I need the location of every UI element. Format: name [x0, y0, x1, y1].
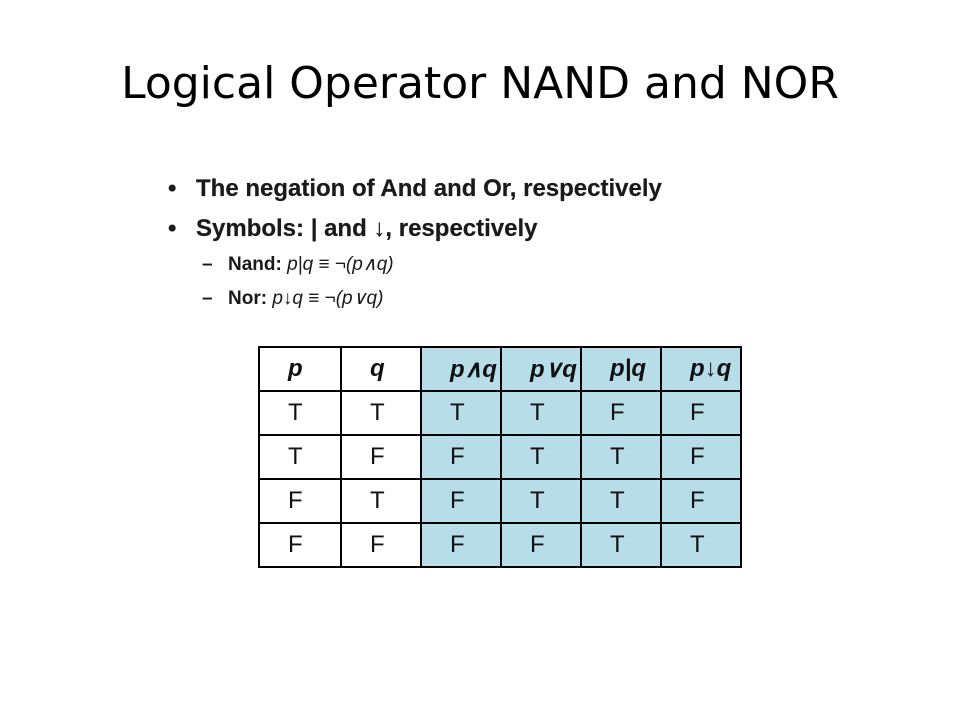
slide-title: Logical Operator NAND and NOR: [121, 58, 839, 109]
bullet-text: Symbols: | and ↓, respectively: [196, 215, 538, 242]
table-cell: T: [500, 478, 582, 524]
table-row: F F F F T T: [258, 522, 742, 568]
table-row: T F F T T F: [258, 434, 742, 480]
table-cell: T: [580, 478, 662, 524]
table-cell: T: [258, 434, 342, 480]
column-header: p↓q: [660, 346, 742, 392]
table-cell: T: [258, 390, 342, 436]
bullet-item: • Symbols: | and ↓, respectively: [168, 212, 768, 252]
table-cell: F: [258, 522, 342, 568]
sub-bullet-marker: –: [202, 288, 213, 309]
column-header: p|q: [580, 346, 662, 392]
bullet-list: • The negation of And and Or, respective…: [168, 172, 768, 320]
table-cell: F: [340, 522, 422, 568]
table-cell: F: [340, 434, 422, 480]
bullet-marker: •: [168, 175, 177, 202]
sub-bullet-label: Nand:: [228, 254, 288, 275]
table-cell: F: [500, 522, 582, 568]
table-cell: F: [258, 478, 342, 524]
table-cell: T: [340, 390, 422, 436]
table-cell: F: [660, 434, 742, 480]
sub-bullet-marker: –: [202, 254, 213, 275]
table-cell: F: [420, 478, 502, 524]
table-cell: T: [420, 390, 502, 436]
table-cell: T: [580, 434, 662, 480]
sub-bullet-label: Nor:: [228, 288, 273, 309]
nand-formula: p|q ≡ ¬(p∧q): [287, 254, 394, 275]
table-cell: F: [420, 522, 502, 568]
bullet-text: The negation of And and Or, respectively: [196, 175, 662, 202]
table-cell: T: [660, 522, 742, 568]
table-cell: F: [660, 478, 742, 524]
table-cell: F: [660, 390, 742, 436]
sub-bullet-nor: – Nor: p↓q ≡ ¬(p∨q): [168, 286, 768, 320]
nor-formula: p↓q ≡ ¬(p∨q): [272, 288, 384, 309]
table-cell: F: [420, 434, 502, 480]
table-row: T T T T F F: [258, 390, 742, 436]
table-header-row: p q p∧q p∨q p|q p↓q: [258, 346, 742, 392]
column-header: p∧q: [420, 346, 502, 392]
column-header: p: [258, 346, 342, 392]
truth-table: p q p∧q p∨q p|q p↓q T T T T F F T F F T …: [258, 346, 742, 568]
table-cell: F: [580, 390, 662, 436]
table-cell: T: [340, 478, 422, 524]
column-header: q: [340, 346, 422, 392]
table-cell: T: [500, 390, 582, 436]
bullet-marker: •: [168, 215, 177, 242]
column-header: p∨q: [500, 346, 582, 392]
table-row: F T F T T F: [258, 478, 742, 524]
sub-bullet-nand: – Nand: p|q ≡ ¬(p∧q): [168, 252, 768, 286]
table-cell: T: [580, 522, 662, 568]
bullet-item: • The negation of And and Or, respective…: [168, 172, 768, 212]
table-cell: T: [500, 434, 582, 480]
